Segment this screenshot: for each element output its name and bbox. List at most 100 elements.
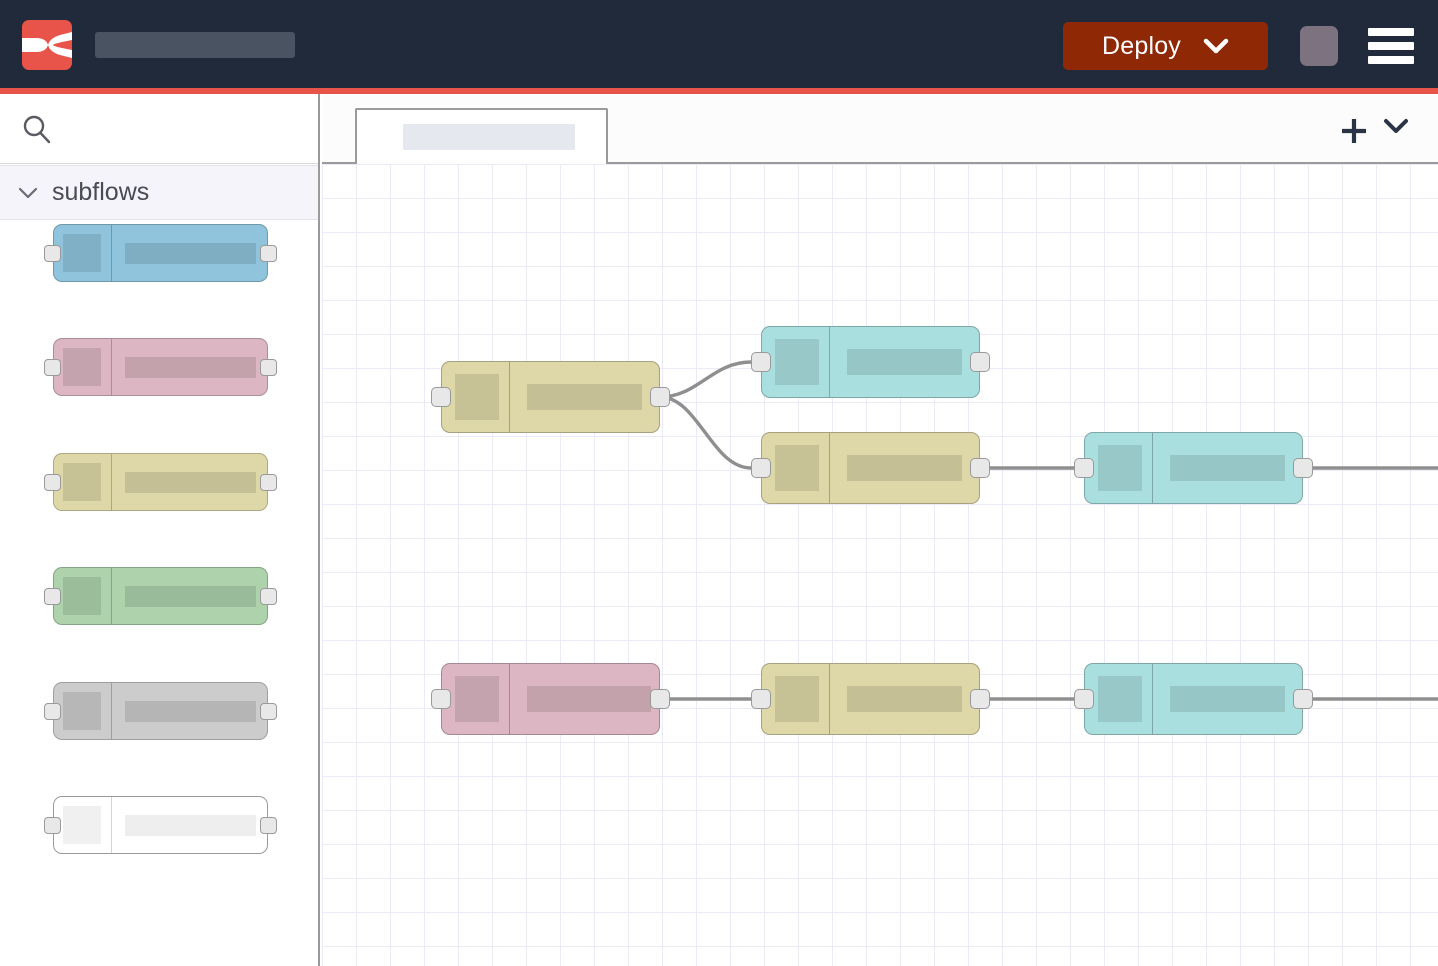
palette-node-body	[53, 682, 268, 740]
palette-node-output-port[interactable]	[260, 245, 277, 262]
palette-category-subflows[interactable]: subflows	[0, 165, 318, 220]
palette-node-output-port[interactable]	[260, 359, 277, 376]
palette-node-icon	[63, 463, 101, 501]
menu-bar-2	[1368, 42, 1414, 50]
flow-node-label-redacted	[847, 455, 962, 481]
flow-node-body	[441, 663, 660, 735]
search-icon[interactable]	[21, 114, 53, 146]
header-accent-bar	[0, 88, 1438, 94]
palette-node-divider	[111, 568, 112, 624]
flow-node-label-redacted	[527, 384, 642, 410]
palette-node-input-port[interactable]	[44, 474, 61, 491]
palette-node-icon	[63, 577, 101, 615]
flow-node-divider	[829, 433, 830, 503]
flow-node-label-redacted	[847, 349, 962, 375]
flow-canvas-area	[322, 94, 1438, 966]
palette-node-input-port[interactable]	[44, 703, 61, 720]
palette-node-divider	[111, 683, 112, 739]
palette-node-output-port[interactable]	[260, 474, 277, 491]
palette-node-label-redacted	[125, 472, 256, 493]
flow-node-a[interactable]	[431, 361, 670, 433]
palette-node-divider	[111, 225, 112, 281]
flow-node-output-port[interactable]	[970, 352, 990, 372]
wire-a-to-c	[658, 395, 753, 470]
palette-node-label-redacted	[125, 357, 256, 378]
flow-node-input-port[interactable]	[751, 689, 771, 709]
hamburger-menu-icon[interactable]	[1368, 28, 1414, 64]
palette-category-label: subflows	[52, 178, 150, 206]
node-red-logo-icon	[22, 20, 72, 70]
palette-node-3[interactable]	[44, 453, 277, 511]
palette-node-output-port[interactable]	[260, 703, 277, 720]
flow-tab-label-redacted	[403, 124, 575, 150]
flow-node-icon	[455, 676, 499, 722]
palette-node-4[interactable]	[44, 567, 277, 625]
palette-node-body	[53, 567, 268, 625]
flow-node-input-port[interactable]	[751, 352, 771, 372]
palette-node-5[interactable]	[44, 682, 277, 740]
flow-tab-active[interactable]	[355, 108, 608, 166]
palette-node-output-port[interactable]	[260, 588, 277, 605]
palette-node-input-port[interactable]	[44, 588, 61, 605]
flow-node-f[interactable]	[751, 663, 990, 735]
palette-node-6[interactable]	[44, 796, 277, 854]
palette-node-1[interactable]	[44, 224, 277, 282]
palette-node-divider	[111, 454, 112, 510]
palette-node-input-port[interactable]	[44, 359, 61, 376]
flow-node-output-port[interactable]	[1293, 689, 1313, 709]
user-avatar-icon[interactable]	[1300, 26, 1338, 66]
flow-node-output-port[interactable]	[970, 458, 990, 478]
palette-node-divider	[111, 797, 112, 853]
palette-node-input-port[interactable]	[44, 817, 61, 834]
flow-node-body	[1084, 663, 1303, 735]
palette-node-output-port[interactable]	[260, 817, 277, 834]
flow-node-output-port[interactable]	[1293, 458, 1313, 478]
palette-search-bar[interactable]	[0, 94, 318, 164]
flow-node-output-port[interactable]	[650, 689, 670, 709]
flow-node-body	[1084, 432, 1303, 504]
flow-node-output-port[interactable]	[970, 689, 990, 709]
flow-node-icon	[775, 339, 819, 385]
flow-node-input-port[interactable]	[431, 689, 451, 709]
plus-icon[interactable]	[1337, 114, 1371, 148]
palette-sidebar: subflows	[0, 94, 320, 966]
flow-node-c[interactable]	[751, 432, 990, 504]
flow-node-input-port[interactable]	[751, 458, 771, 478]
flow-node-input-port[interactable]	[1074, 689, 1094, 709]
palette-node-input-port[interactable]	[44, 245, 61, 262]
deploy-button[interactable]: Deploy	[1063, 22, 1268, 70]
wire-a-to-b	[658, 360, 753, 399]
flow-node-label-redacted	[847, 686, 962, 712]
palette-node-icon	[63, 692, 101, 730]
menu-bar-1	[1368, 28, 1414, 36]
flow-node-g[interactable]	[1074, 663, 1313, 735]
flow-node-icon	[1098, 676, 1142, 722]
flow-node-d[interactable]	[1074, 432, 1313, 504]
flow-node-input-port[interactable]	[431, 387, 451, 407]
chevron-down-icon[interactable]	[1381, 116, 1411, 136]
flow-node-b[interactable]	[751, 326, 990, 398]
flow-node-divider	[509, 362, 510, 432]
palette-node-label-redacted	[125, 586, 256, 607]
flow-node-icon	[1098, 445, 1142, 491]
flow-node-e[interactable]	[431, 663, 670, 735]
palette-node-2[interactable]	[44, 338, 277, 396]
flow-node-label-redacted	[1170, 686, 1285, 712]
flow-node-divider	[1152, 433, 1153, 503]
flow-node-label-redacted	[527, 686, 651, 712]
chevron-down-icon	[1203, 38, 1229, 54]
flow-wire-layer	[658, 360, 1438, 701]
flow-node-divider	[509, 664, 510, 734]
flow-node-label-redacted	[1170, 455, 1285, 481]
chevron-down-icon	[18, 187, 38, 198]
app-header: Deploy	[0, 0, 1438, 88]
flow-node-body	[761, 663, 980, 735]
flow-node-body	[441, 361, 660, 433]
flow-node-input-port[interactable]	[1074, 458, 1094, 478]
flow-title-redacted	[95, 32, 295, 58]
flow-canvas-grid[interactable]	[322, 164, 1438, 966]
palette-node-label-redacted	[125, 243, 256, 264]
flow-node-output-port[interactable]	[650, 387, 670, 407]
palette-node-icon	[63, 806, 101, 844]
